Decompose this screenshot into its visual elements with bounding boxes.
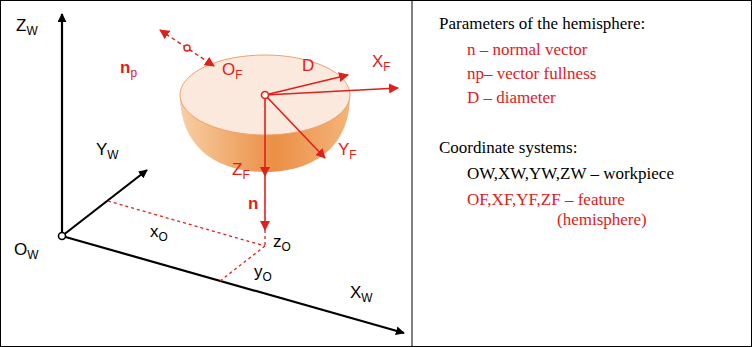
vector-label: n [248, 194, 258, 214]
axis-label: YW [96, 140, 119, 162]
feature-origin [262, 92, 269, 99]
legend-heading: Coordinate systems: [439, 138, 577, 158]
diameter-line [265, 75, 348, 95]
workpiece-origin [59, 233, 66, 240]
zf-axis [264, 95, 266, 176]
xf-axis [265, 88, 398, 95]
origin-label: OW [14, 240, 38, 262]
yf-axis [265, 95, 325, 158]
legend-entry: OW,XW,YW,ZW – workpiece [467, 164, 674, 184]
fullness-point [184, 45, 190, 51]
offset-label: yO [254, 262, 272, 284]
legend-entry: D – diameter [467, 88, 556, 108]
x-axis [62, 236, 404, 333]
legend-entry: OF,XF,YF,ZF – feature (hemisphere) [467, 190, 707, 231]
dimension-label: D [302, 56, 314, 76]
axis-label: ZF [232, 160, 250, 182]
axis-label: ZW [16, 16, 38, 38]
z-axis [61, 14, 63, 236]
fullness-vector [160, 30, 214, 66]
y-offset-line [220, 246, 265, 281]
axis-label: XW [350, 283, 373, 305]
legend-heading: Parameters of the hemisphere: [439, 14, 645, 34]
legend-entry: n – normal vector [467, 40, 587, 60]
offset-label: xO [150, 222, 168, 244]
y-axis [62, 170, 147, 236]
divider [412, 0, 413, 347]
x-offset-line [108, 201, 265, 246]
axis-label: XF [372, 52, 391, 74]
z-offset-line [264, 230, 265, 246]
normal-vector [264, 176, 266, 230]
axis-label: YF [338, 140, 357, 162]
legend-entry: np– vector fullness [467, 64, 596, 84]
vector-label: np [120, 58, 137, 80]
offset-label: zO [273, 232, 291, 254]
origin-label: OF [222, 60, 243, 82]
